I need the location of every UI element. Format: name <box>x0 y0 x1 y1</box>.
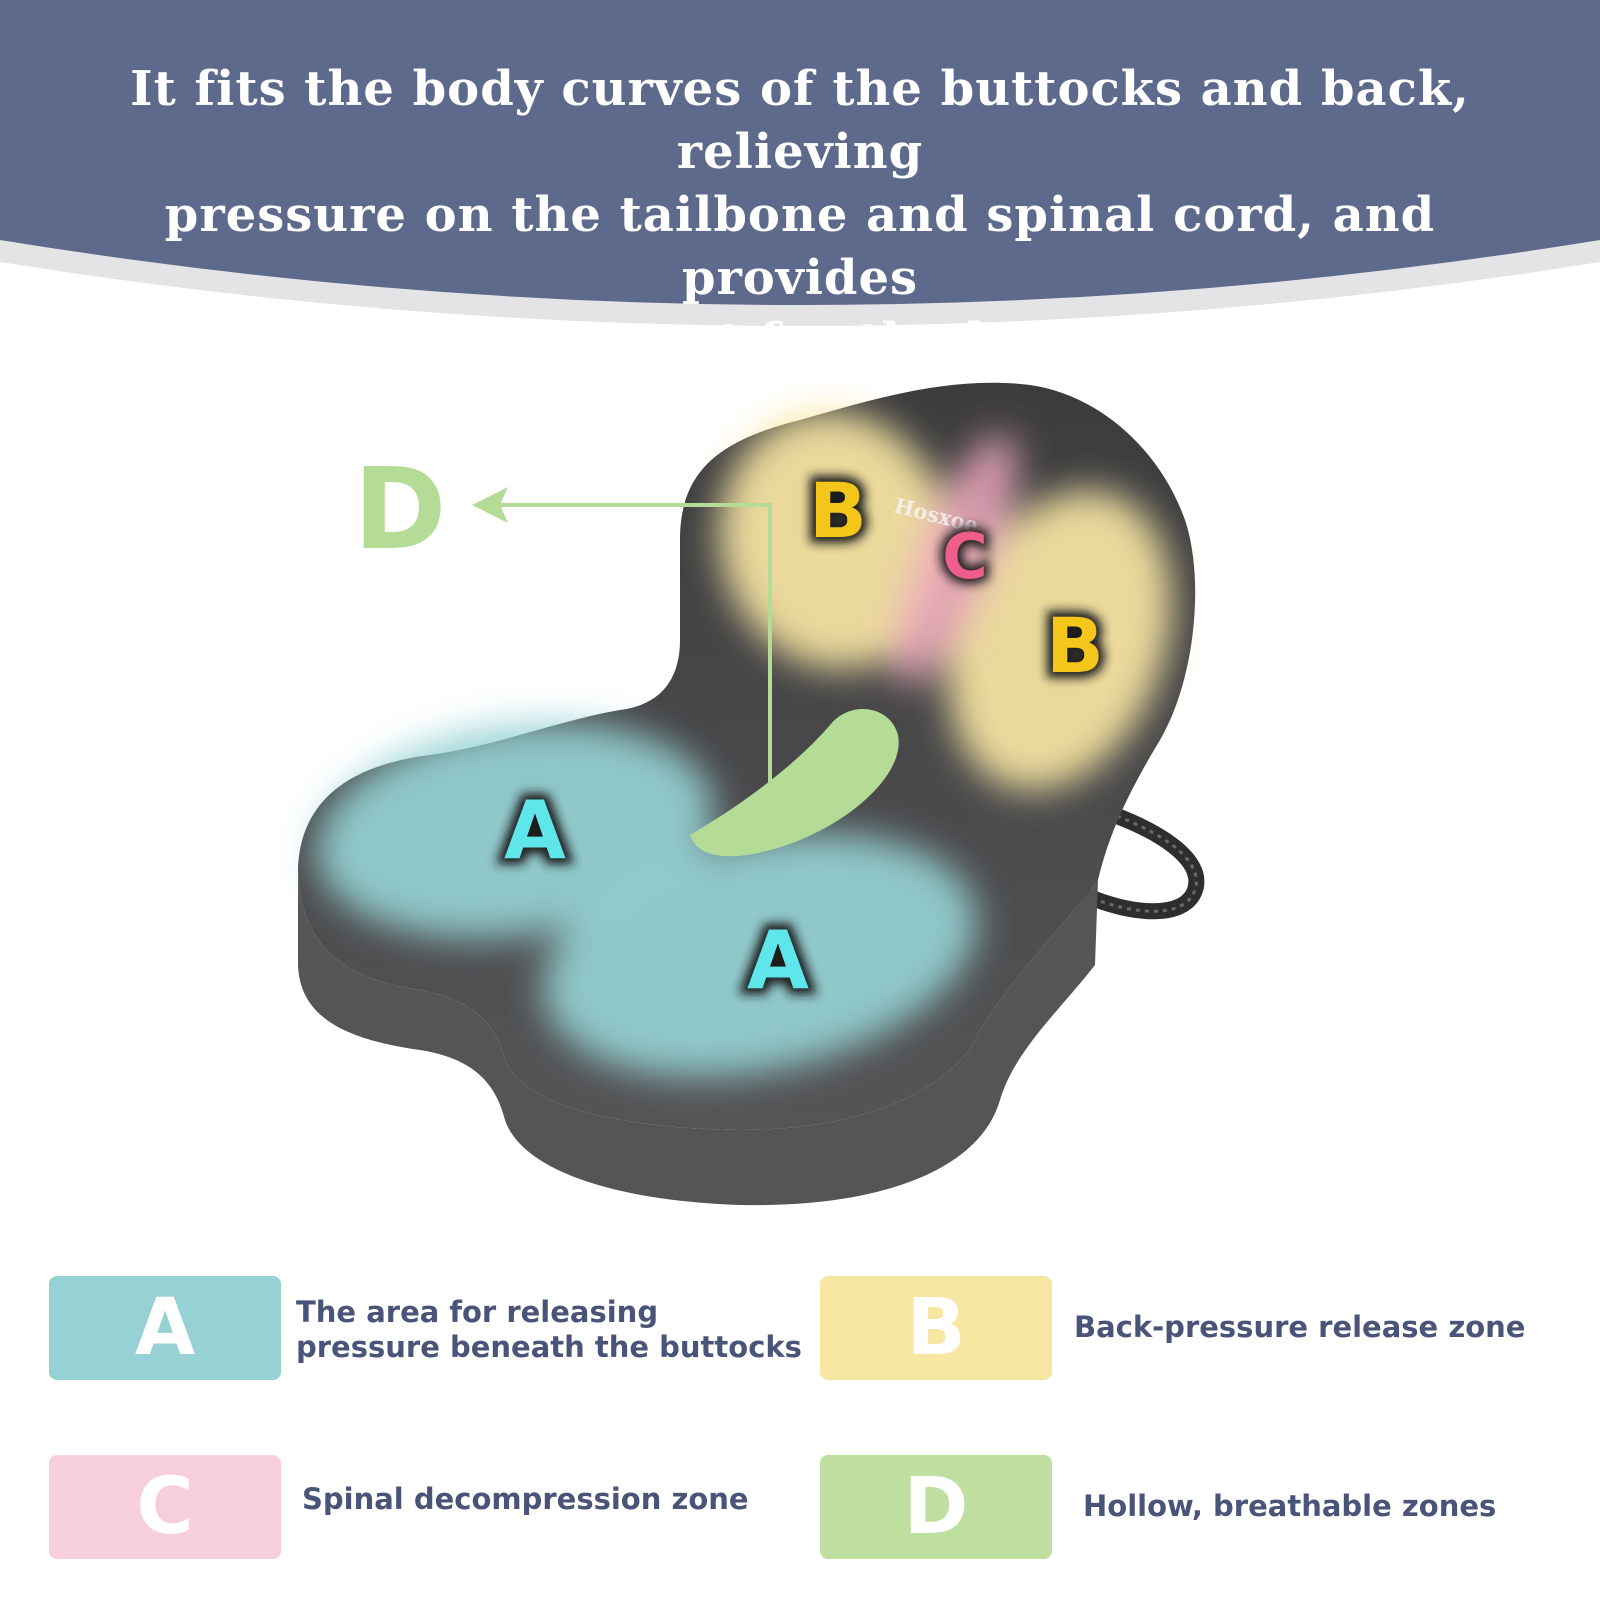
headline-line-3: comprehensive support for the buttocks a… <box>90 313 1510 369</box>
zone-label-a-right: A <box>747 914 809 1007</box>
legend-text-b-line-1: Back-pressure release zone <box>1074 1310 1526 1344</box>
legend-text-d-line-1: Hollow, breathable zones <box>1083 1489 1497 1523</box>
cushion-side <box>298 870 1098 1206</box>
zone-d <box>690 708 899 857</box>
zone-label-a-right-group: A A <box>741 908 815 1013</box>
legend-letter-c: C <box>136 1462 194 1552</box>
legend-text-c: Spinal decompression zone <box>302 1482 749 1517</box>
headline-line-2: pressure on the tailbone and spinal cord… <box>164 187 1436 306</box>
legend-text-b: Back-pressure release zone <box>1074 1310 1525 1345</box>
zone-label-b-right-group: B B <box>1040 595 1110 696</box>
headline-line-1: It fits the body curves of the buttocks … <box>130 61 1470 180</box>
zone-a-right <box>543 833 977 1077</box>
zone-label-a-left: A <box>504 784 566 877</box>
legend-text-a-line-2: pressure beneath the buttocks <box>296 1330 802 1364</box>
zone-label-c-shadow: C <box>942 520 988 593</box>
pointer-arrowhead <box>472 487 508 523</box>
zone-label-b-left: B <box>809 466 867 555</box>
legend-text-d: Hollow, breathable zones <box>1083 1489 1496 1524</box>
zone-c <box>893 434 1017 686</box>
legend-letter-b: B <box>906 1283 966 1373</box>
legend-swatch-c: C <box>49 1455 281 1559</box>
legend-letter-d: D <box>903 1462 969 1552</box>
cushion-illustration: D Hosxoe B B B B C C A A A A <box>0 360 1600 1240</box>
zone-b-right <box>947 489 1173 791</box>
zone-label-c-group: C C <box>937 515 993 598</box>
legend-letter-a: A <box>134 1283 196 1373</box>
zone-label-b-left-group: B B <box>803 460 873 561</box>
header-banner: It fits the body curves of the buttocks … <box>0 0 1600 369</box>
zone-label-b-left-shadow: B <box>809 466 867 555</box>
legend-swatch-a: A <box>49 1276 281 1380</box>
zone-label-a-left-shadow: A <box>504 784 566 877</box>
zone-label-b-right-shadow: B <box>1046 601 1104 690</box>
legend-swatch-d: D <box>820 1455 1052 1559</box>
cushion-diagram: D Hosxoe B B B B C C A A A A <box>298 382 1205 1206</box>
pointer-line <box>490 503 772 805</box>
pointer-label-d: D <box>354 445 447 575</box>
zone-b-left <box>718 410 952 670</box>
legend-text-a: The area for releasing pressure beneath … <box>296 1295 802 1365</box>
legend-text-a-line-1: The area for releasing <box>296 1295 659 1329</box>
zone-label-c: C <box>942 520 988 593</box>
zone-label-a-left-group: A A <box>498 778 572 883</box>
legend-swatch-b: B <box>820 1276 1052 1380</box>
zone-a-left <box>316 722 714 938</box>
legend-text-c-line-1: Spinal decompression zone <box>302 1482 749 1516</box>
zone-label-b-right: B <box>1046 601 1104 690</box>
headline: It fits the body curves of the buttocks … <box>40 58 1560 373</box>
zone-label-a-right-shadow: A <box>747 914 809 1007</box>
banner-shape <box>0 0 1600 326</box>
